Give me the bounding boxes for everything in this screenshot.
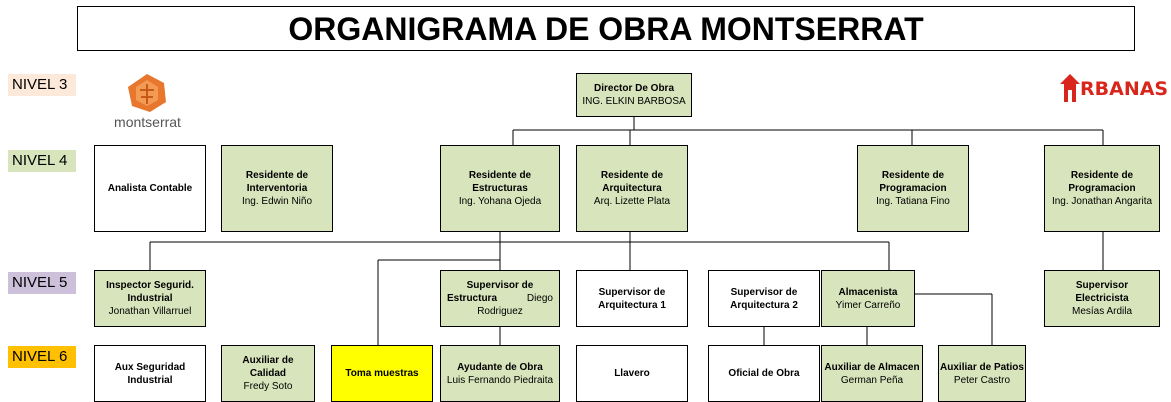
urbanas-logo: RBANAS [1058,72,1168,112]
urbanas-house-icon [1060,74,1080,102]
node-title: Residente de Arquitectura [600,170,664,194]
node-person: Ing. Tatiana Fino [876,196,950,207]
node-llavero[interactable]: Llavero [576,345,688,402]
level-label-6: NIVEL 6 [8,346,76,368]
node-residente-programacion-2[interactable]: Residente de Programacion Ing. Jonathan … [1044,145,1160,232]
node-aux-seguridad[interactable]: Aux Seguridad Industrial [94,345,206,402]
node-director[interactable]: Director De Obra ING. ELKIN BARBOSA [576,73,692,117]
node-supervisor-electricista[interactable]: Supervisor Electricista Mesías Ardila [1044,270,1160,327]
node-person: German Peña [840,374,904,386]
node-auxiliar-almacen[interactable]: Auxiliar de Almacen German Peña [821,345,923,402]
node-almacenista[interactable]: Almacenista Yimer Carreño [821,270,915,327]
node-title: Supervisor de [466,280,534,291]
node-person: Jonathan Villarruel [108,306,192,317]
node-person: ING. ELKIN BARBOSA [582,96,686,107]
node-title-line2: Estructura [447,293,498,304]
node-title: Inspector Segurid. Industrial [106,280,194,304]
node-person: Arq. Lizette Plata [593,196,671,207]
node-title: Supervisor de Arquitectura 1 [598,286,666,311]
chart-title: ORGANIGRAMA DE OBRA MONTSERRAT [77,6,1135,51]
node-person: Luis Fernando Piedraita [446,374,554,386]
node-title: Auxiliar de Calidad [242,355,294,379]
node-title: Residente de Programacion [1068,170,1136,194]
node-title: Auxiliar de Almacen [824,361,920,373]
node-inspector-seguridad[interactable]: Inspector Segurid. Industrial Jonathan V… [94,270,206,327]
node-ayudante-obra[interactable]: Ayudante de Obra Luis Fernando Piedraita [440,345,560,402]
node-title: Aux Seguridad Industrial [114,361,186,386]
montserrat-logo: montserrat [100,70,195,135]
node-person: Ing. Jonathan Angarita [1051,196,1153,207]
node-auxiliar-patios[interactable]: Auxiliar de Patios Peter Castro [938,345,1026,402]
node-title: Supervisor de Arquitectura 2 [730,286,798,311]
node-person: Yimer Carreño [835,299,901,311]
level-label-4: NIVEL 4 [8,150,76,172]
node-title: Ayudante de Obra [457,361,543,373]
node-person-first: Diego [526,293,553,304]
node-title: Director De Obra [593,83,675,94]
node-title: Oficial de Obra [728,368,800,379]
node-person: Ing. Yohana Ojeda [458,196,542,207]
node-title: Almacenista [838,286,898,298]
node-title: Residente de Programacion [879,170,947,194]
node-person: Ing. Edwin Niño [241,196,313,207]
node-person: Peter Castro [953,374,1011,386]
node-supervisor-arquitectura-1[interactable]: Supervisor de Arquitectura 1 [576,270,688,327]
node-auxiliar-calidad[interactable]: Auxiliar de Calidad Fredy Soto [221,345,315,402]
node-title: Residente de Estructuras [468,170,532,194]
node-toma-muestras[interactable]: Toma muestras [331,345,433,402]
node-title: Supervisor Electricista [1075,280,1129,304]
node-title: Auxiliar de Patios [940,361,1024,373]
node-title: Llavero [614,368,650,379]
node-title: Toma muestras [345,368,419,379]
montserrat-emblem-icon [128,74,166,112]
node-title: Analista Contable [107,183,193,194]
node-residente-estructuras[interactable]: Residente de Estructuras Ing. Yohana Oje… [440,145,560,232]
node-person: Fredy Soto [243,381,293,392]
node-residente-interventoria[interactable]: Residente de Interventoria Ing. Edwin Ni… [221,145,333,232]
node-residente-programacion-1[interactable]: Residente de Programacion Ing. Tatiana F… [857,145,969,232]
node-residente-arquitectura[interactable]: Residente de Arquitectura Arq. Lizette P… [576,145,688,232]
urbanas-logo-text: RBANAS [1080,78,1169,100]
node-supervisor-arquitectura-2[interactable]: Supervisor de Arquitectura 2 [708,270,820,327]
level-label-3: NIVEL 3 [8,74,76,96]
node-person: Mesías Ardila [1071,306,1133,317]
node-title: Residente de Interventoria [245,170,309,194]
node-person-last: Rodriguez [477,306,523,317]
node-analista-contable[interactable]: Analista Contable [94,145,206,232]
node-title-row: Estructura Diego [441,292,559,305]
node-oficial-obra[interactable]: Oficial de Obra [708,345,820,402]
node-supervisor-estructura[interactable]: Supervisor de Estructura Diego Rodriguez [440,270,560,327]
level-label-5: NIVEL 5 [8,272,76,294]
montserrat-logo-text: montserrat [114,114,181,130]
